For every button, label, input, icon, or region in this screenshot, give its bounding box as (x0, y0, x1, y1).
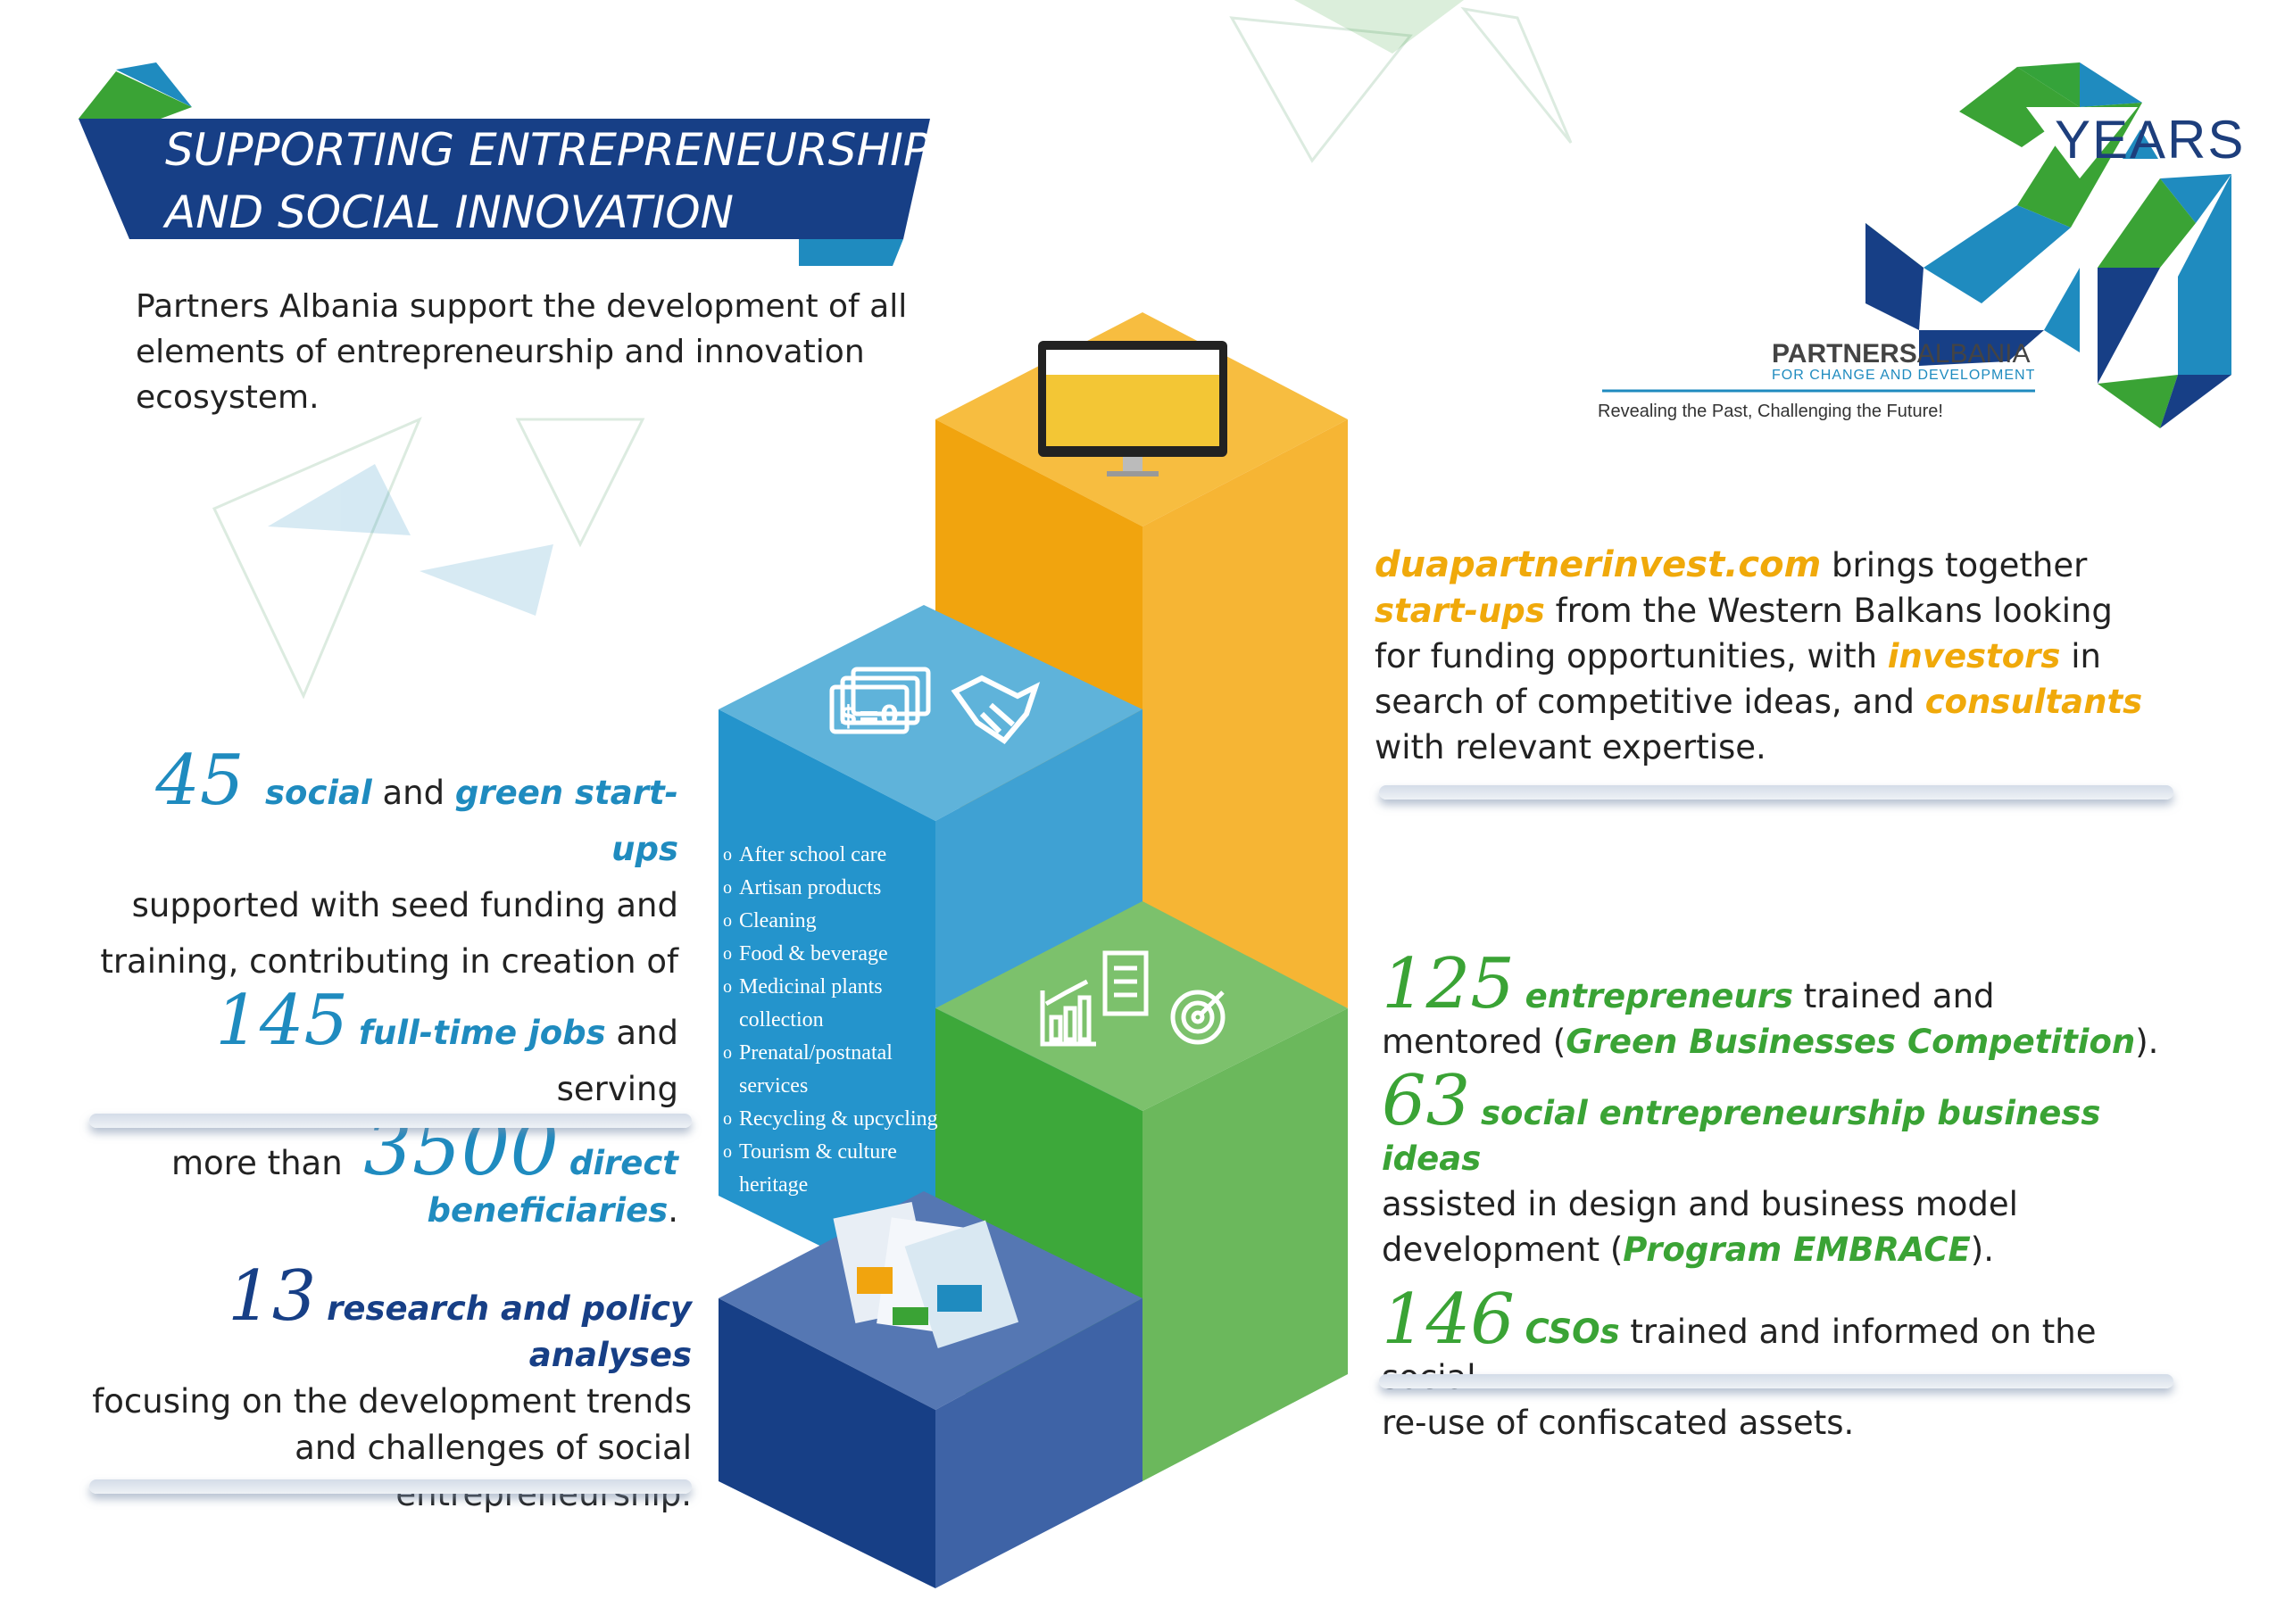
divider-green (1379, 1374, 2173, 1388)
more-than-text: more than (171, 1144, 343, 1182)
startups-line-2: supported with seed funding and (131, 886, 678, 924)
target-icon (1170, 990, 1226, 1045)
embrace-highlight: Program EMBRACE (1623, 1230, 1971, 1269)
intro-paragraph: Partners Albania support the development… (136, 288, 908, 416)
entrepreneurs-highlight: entrepreneurs (1525, 977, 1793, 1015)
serving-text: and serving (556, 1014, 678, 1108)
research-block: 13 research and policy analyses focusing… (89, 1262, 692, 1518)
sectors-list: After school care Artisan products Clean… (723, 839, 946, 1202)
startups-count: 45 (155, 741, 245, 821)
twenty-years-logo-graphic (1865, 62, 2231, 428)
logo-subtitle: FOR CHANGE AND DEVELOPMENT (1772, 368, 2036, 383)
research-highlight: research and policy analyses (327, 1289, 692, 1374)
research-line-2: focusing on the development trends (92, 1382, 692, 1421)
development-text: development ( (1382, 1230, 1624, 1269)
divider-duapartner (1379, 785, 2173, 800)
logo-partners-bold: PARTNERS (1772, 339, 1917, 369)
green-line-7: re-use of confiscated assets. (1382, 1404, 1855, 1442)
duapartner-text-3: in search of competitive ideas, and (1375, 637, 2101, 721)
chart-icon (1040, 979, 1096, 1047)
startups-line-1: 45 social and green start-ups (89, 746, 678, 877)
csos-count: 146 (1382, 1280, 1515, 1360)
competition-highlight: Green Businesses Competition (1566, 1023, 2136, 1061)
consultants-highlight: consultants (1924, 683, 2143, 721)
startups-highlight: start-ups (1375, 592, 1545, 630)
trained-text: trained and (1793, 977, 1995, 1015)
jobs-highlight: full-time jobs (358, 1014, 606, 1052)
entrepreneurs-count: 125 (1382, 944, 1515, 1024)
reports-pile-image (833, 1201, 1019, 1348)
logo-years-text: YEARS (2055, 110, 2246, 170)
logo-tagline: Revealing the Past, Challenging the Futu… (1598, 402, 1943, 421)
green-startups-highlight: green start-ups (454, 774, 678, 868)
close-2: ). (1970, 1230, 1994, 1269)
divider-startups (89, 1114, 692, 1128)
close-1: ). (2135, 1023, 2159, 1061)
jobs-count: 145 (215, 981, 349, 1061)
social-highlight: social (265, 774, 372, 812)
duapartner-site: duapartnerinvest.com (1375, 544, 1822, 585)
sector-item: Tourism & culture heritage (723, 1136, 946, 1202)
green-line-4: assisted in design and business model (1382, 1185, 2018, 1223)
ideas-count: 63 (1382, 1061, 1471, 1141)
sector-item: After school care (723, 839, 946, 872)
duapartner-text-4: with relevant expertise. (1375, 728, 1766, 766)
green-block: 125 entrepreneurs trained and mentored (… (1382, 949, 2185, 1446)
duapartner-paragraph: duapartnerinvest.com brings together sta… (1375, 543, 2160, 770)
logo-albania: ALBANIA (1916, 339, 2031, 369)
csos-highlight: CSOs (1525, 1313, 1620, 1351)
green-line-3: 63 social entrepreneurship business idea… (1382, 1066, 2185, 1181)
sector-item: Medicinal plants collection (723, 971, 946, 1037)
page-title: SUPPORTING ENTREPRENEURSHIP AND SOCIAL I… (165, 119, 930, 244)
startups-line-4: 145 full-time jobs and serving (89, 986, 678, 1117)
beneficiaries-highlight: beneficiaries (427, 1191, 669, 1230)
research-line-3: and challenges of social (295, 1429, 692, 1467)
direct-highlight: direct (569, 1144, 678, 1182)
sector-item: Artisan products (723, 872, 946, 905)
startups-block: 45 social and green start-ups supported … (89, 746, 678, 1230)
title-banner (79, 62, 930, 266)
sector-item: Prenatal/postnatal services (723, 1037, 946, 1103)
green-line-1: 125 entrepreneurs trained and (1382, 949, 2185, 1019)
startups-line-5: more than 3500 direct (89, 1110, 678, 1191)
ideas-highlight: social entrepreneurship business ideas (1382, 1094, 2101, 1178)
green-line-2: mentored (Green Businesses Competition). (1382, 1019, 2185, 1065)
report-icon (1102, 950, 1149, 1016)
startups-line-6: beneficiaries. (89, 1191, 678, 1230)
sector-item: Food & beverage (723, 938, 946, 971)
startups-line-3: training, contributing in creation of (100, 942, 678, 981)
money-icon: $=0 (829, 667, 931, 734)
period: . (668, 1191, 678, 1230)
title-line-1: SUPPORTING ENTREPRENEURSHIP (165, 124, 930, 176)
logo-partners-albania: PARTNERSALBANIA (1772, 339, 2031, 369)
title-line-2: AND SOCIAL INNOVATION (165, 186, 735, 238)
divider-research (89, 1479, 692, 1494)
decorative-triangles-filled (268, 0, 1464, 616)
monitor-image (1038, 341, 1227, 476)
green-line-5: development (Program EMBRACE). (1382, 1227, 2185, 1272)
research-line-4: entrepreneurship. (395, 1475, 692, 1513)
svg-text:$=0: $=0 (839, 700, 899, 732)
decorative-triangles (212, 6, 1573, 700)
duapartner-text-1: brings together (1821, 546, 2088, 584)
handshake-icon (951, 675, 1041, 744)
sector-item: Cleaning (723, 905, 946, 938)
and-text: and (371, 774, 455, 812)
duapartner-text-2: from the Western Balkans looking for fun… (1375, 592, 2113, 675)
research-count: 13 (228, 1256, 317, 1337)
research-line-1: 13 research and policy analyses (89, 1262, 692, 1379)
sector-item: Recycling & upcycling (723, 1103, 946, 1136)
investors-highlight: investors (1887, 637, 2061, 675)
mentored-text: mentored ( (1382, 1023, 1566, 1061)
